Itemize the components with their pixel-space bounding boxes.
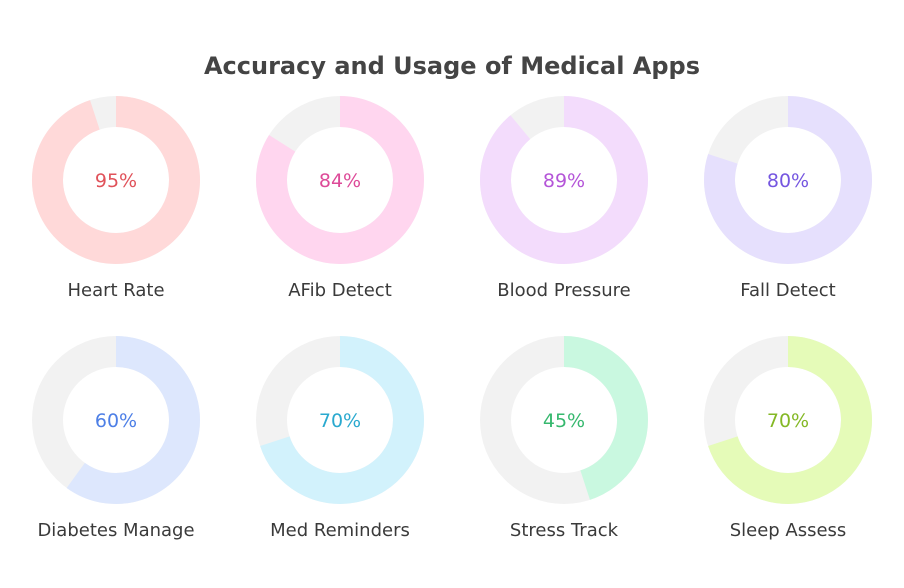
donut-fall-detect: 80% Fall Detect — [704, 96, 872, 301]
donut-arc-fall-detect — [704, 96, 872, 264]
donut-afib-detect: 84% AFib Detect — [256, 96, 424, 301]
donut-arc-med-reminders — [260, 336, 424, 504]
donut-arc-afib-detect — [256, 96, 424, 264]
donut-value-afib-detect: 84% — [319, 170, 361, 192]
donut-stress-track: 45% Stress Track — [480, 336, 648, 541]
donut-diabetes-manage: 60% Diabetes Manage — [32, 336, 200, 541]
donut-label-sleep-assess: Sleep Assess — [730, 520, 847, 541]
donut-arc-sleep-assess — [708, 336, 872, 504]
donut-value-fall-detect: 80% — [767, 170, 809, 192]
chart-title: Accuracy and Usage of Medical Apps — [203, 52, 701, 80]
donut-value-med-reminders: 70% — [319, 410, 361, 432]
donut-arc-heart-rate — [32, 96, 200, 264]
donut-value-heart-rate: 95% — [95, 170, 137, 192]
donut-heart-rate: 95% Heart Rate — [32, 96, 200, 301]
donut-label-diabetes-manage: Diabetes Manage — [37, 520, 194, 541]
donut-arc-stress-track — [563, 336, 648, 500]
donut-value-sleep-assess: 70% — [767, 410, 809, 432]
donut-label-fall-detect: Fall Detect — [740, 280, 835, 301]
donut-med-reminders: 70% Med Reminders — [256, 336, 424, 541]
donut-value-stress-track: 45% — [543, 410, 585, 432]
donut-label-afib-detect: AFib Detect — [288, 280, 392, 301]
donut-label-med-reminders: Med Reminders — [270, 520, 410, 541]
donut-label-blood-pressure: Blood Pressure — [497, 280, 630, 301]
donut-arc-diabetes-manage — [66, 336, 200, 504]
donut-arc-blood-pressure — [480, 96, 648, 264]
donut-sleep-assess: 70% Sleep Assess — [704, 336, 872, 541]
donut-label-heart-rate: Heart Rate — [67, 280, 164, 301]
donut-value-blood-pressure: 89% — [543, 170, 585, 192]
donut-value-diabetes-manage: 60% — [95, 410, 137, 432]
donut-label-stress-track: Stress Track — [510, 520, 619, 541]
donut-blood-pressure: 89% Blood Pressure — [480, 96, 648, 301]
